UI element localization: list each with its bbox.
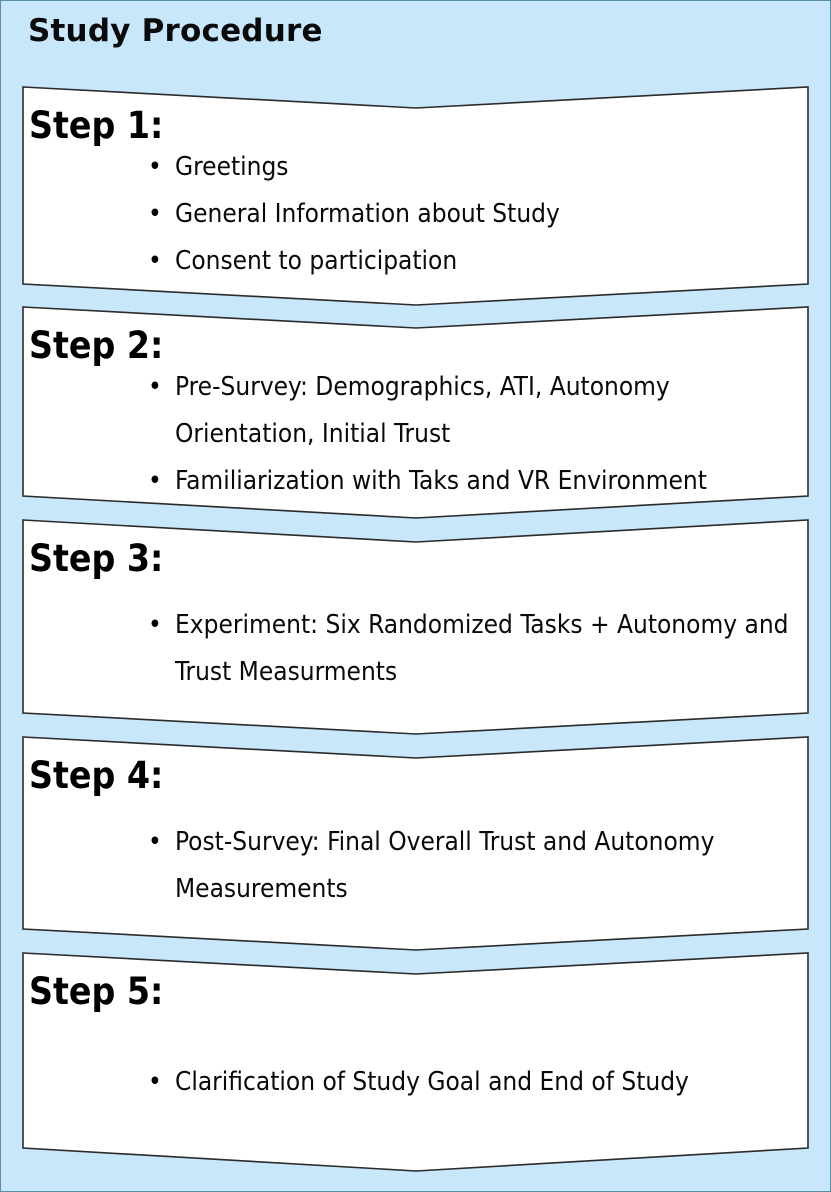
list-item: Familiarization with Taks and VR Environ… — [148, 458, 783, 505]
step-4-bullet-list: Post-Survey: Final Overall Trust and Aut… — [148, 819, 798, 913]
list-item: Clarification of Study Goal and End of S… — [148, 1059, 813, 1106]
list-item: Pre-Survey: Demographics, ATI, Autonomy … — [148, 364, 783, 458]
list-item: Consent to participation — [148, 238, 788, 285]
list-item: General Information about Study — [148, 191, 788, 238]
step-3-label: Step 3: — [29, 537, 164, 580]
list-item: Greetings — [148, 144, 788, 191]
step-5-label: Step 5: — [29, 970, 164, 1013]
list-item: Experiment: Six Randomized Tasks + Auton… — [148, 602, 813, 696]
page-title: Study Procedure — [28, 13, 323, 49]
step-2-bullet-list: Pre-Survey: Demographics, ATI, Autonomy … — [148, 364, 783, 505]
step-1-label: Step 1: — [29, 104, 164, 147]
step-4-label: Step 4: — [29, 754, 164, 797]
list-item: Post-Survey: Final Overall Trust and Aut… — [148, 819, 798, 913]
step-3-bullet-list: Experiment: Six Randomized Tasks + Auton… — [148, 602, 813, 696]
step-1-bullet-list: Greetings General Information about Stud… — [148, 144, 788, 285]
step-5-bullet-list: Clarification of Study Goal and End of S… — [148, 1059, 813, 1106]
step-2-label: Step 2: — [29, 324, 164, 367]
